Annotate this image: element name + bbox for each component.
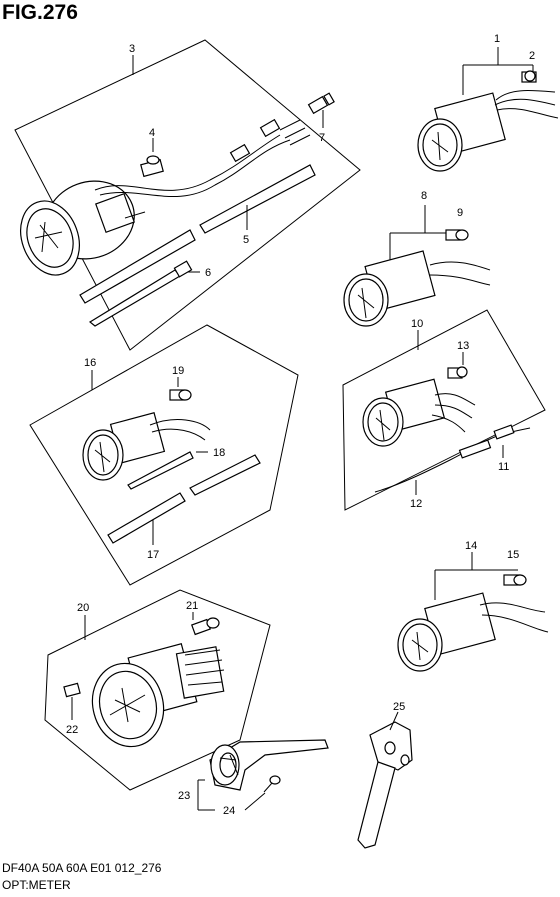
callout-21: 21 <box>186 600 198 612</box>
callout-11: 11 <box>498 461 509 473</box>
kit-8-group <box>343 205 491 327</box>
bracket-arm-25 <box>357 711 413 849</box>
tachometer-gauge <box>20 180 146 276</box>
connector-7 <box>307 92 335 115</box>
tube-17b <box>107 492 186 544</box>
callout-7: 7 <box>319 132 325 144</box>
callout-6: 6 <box>205 267 211 279</box>
cable-tie-6 <box>88 269 181 327</box>
callout-19: 19 <box>172 365 184 377</box>
bulb-15 <box>503 574 527 586</box>
callout-3: 3 <box>129 43 135 55</box>
callout-9: 9 <box>457 207 463 219</box>
callout-16: 16 <box>84 357 96 369</box>
callout-18: 18 <box>213 447 225 459</box>
model-code: DF40A 50A 60A E01 012_276 <box>2 861 162 875</box>
callout-24: 24 <box>223 805 235 817</box>
bulb-4 <box>140 155 164 178</box>
kit-14-group <box>397 552 549 672</box>
kit-16-group <box>29 324 299 586</box>
bulb-13 <box>447 366 468 379</box>
tube-5 <box>199 164 316 234</box>
kit-16-outline <box>29 324 299 586</box>
gauge-1 <box>417 92 506 172</box>
gauge-10 <box>362 378 446 447</box>
kit-20-group <box>44 589 271 791</box>
bracket-23 <box>209 739 329 791</box>
callout-20: 20 <box>77 602 89 614</box>
callout-14: 14 <box>465 540 477 552</box>
bulb-9 <box>445 229 469 241</box>
callout-2: 2 <box>529 50 535 62</box>
kit-3-group <box>14 39 361 351</box>
callout-1: 1 <box>494 33 500 45</box>
gauge-14 <box>397 592 496 672</box>
gauge-16 <box>82 411 166 481</box>
figure-title: FIG.276 <box>2 1 78 24</box>
callout-5: 5 <box>243 234 249 246</box>
callout-22: 22 <box>66 724 78 736</box>
cap-22 <box>63 682 81 698</box>
callout-25: 25 <box>393 701 405 713</box>
cable-tie-18 <box>127 451 194 490</box>
callout-10: 10 <box>411 318 423 330</box>
callout-13: 13 <box>457 340 469 352</box>
screw-24 <box>263 775 281 793</box>
callout-15: 15 <box>507 549 519 561</box>
bulb-19 <box>169 389 192 401</box>
kit-20-outline <box>44 589 271 791</box>
tube-17a <box>189 454 261 496</box>
bulb-21 <box>191 617 220 636</box>
callout-8: 8 <box>421 190 427 202</box>
kit-10-group <box>342 309 546 511</box>
gauge-8 <box>343 250 436 327</box>
callout-12: 12 <box>410 498 422 510</box>
kit-1-group <box>417 47 559 172</box>
callout-4: 4 <box>149 127 155 139</box>
callout-17: 17 <box>147 549 159 561</box>
section-name: OPT:METER <box>2 878 71 892</box>
bulb-2 <box>521 70 537 83</box>
kit-3-outline <box>14 39 361 351</box>
kit-10-outline <box>342 309 546 511</box>
tube-5b <box>79 229 196 304</box>
callout-23: 23 <box>178 790 190 802</box>
